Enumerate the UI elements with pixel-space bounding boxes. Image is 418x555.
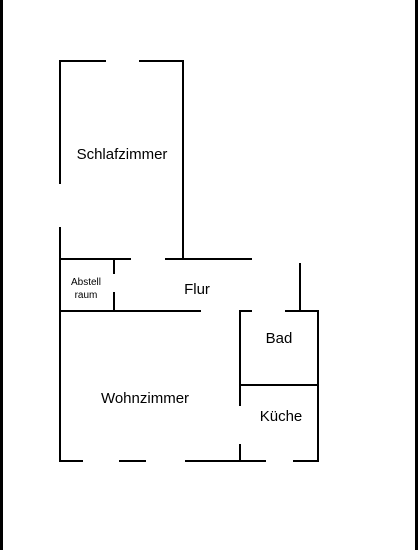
room-label-bad: Bad [266, 330, 293, 347]
right-border [415, 0, 418, 550]
room-label-flur: Flur [184, 281, 210, 298]
room-label-kueche: Küche [260, 408, 303, 425]
room-label-schlafzimmer: Schlafzimmer [77, 146, 168, 163]
room-label-wohnzimmer: Wohnzimmer [101, 390, 189, 407]
room-label-abstellraum-1: Abstell [71, 277, 101, 288]
room-label-abstellraum-2: raum [75, 290, 98, 301]
left-border [0, 0, 3, 550]
